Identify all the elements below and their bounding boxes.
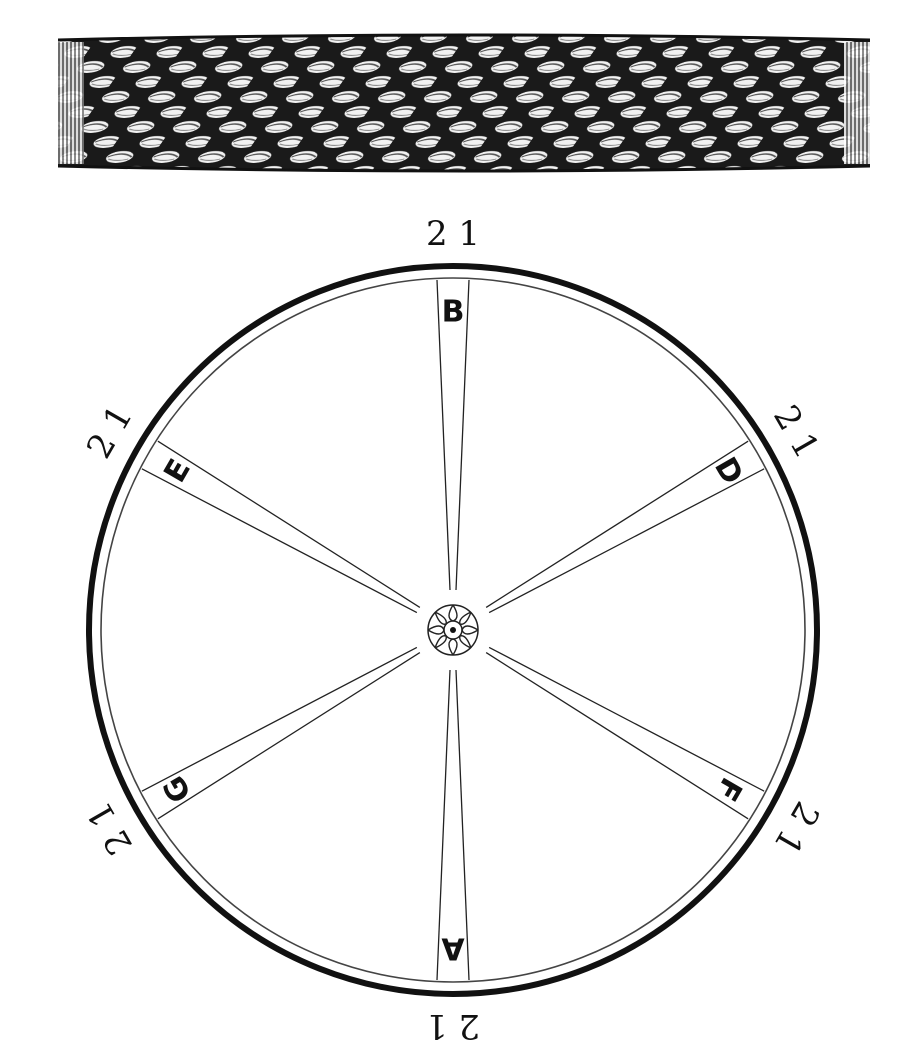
spoke-letter-d: D bbox=[707, 451, 750, 490]
spoke-e-edge-1 bbox=[157, 440, 421, 608]
position-marks-a: 2 1 bbox=[426, 1006, 480, 1046]
spoke-a-edge-1 bbox=[436, 669, 451, 981]
spoke-letter-f: F bbox=[708, 771, 749, 806]
spoke-f-edge-1 bbox=[485, 652, 749, 820]
spoke-b-edge-1 bbox=[455, 279, 470, 591]
spoke-g-edge-1 bbox=[141, 646, 418, 792]
braided-rope-illustration bbox=[58, 33, 870, 173]
spoke-e-edge-2 bbox=[141, 468, 418, 614]
spoke-d-edge-1 bbox=[488, 468, 765, 614]
plaiting-diagram: B2 1D2 1F2 1A2 1G2 1E2 1 bbox=[79, 214, 827, 1046]
spoke-letter-e: E bbox=[157, 453, 198, 488]
spoke-f-edge-2 bbox=[488, 646, 765, 792]
spoke-letter-b: B bbox=[442, 295, 465, 330]
spoke-letter-a: A bbox=[441, 931, 465, 966]
spokes bbox=[141, 279, 765, 981]
rosette-hub-icon bbox=[427, 604, 479, 656]
spoke-a-edge-2 bbox=[455, 669, 470, 981]
spoke-d-edge-2 bbox=[485, 440, 749, 608]
spoke-letter-g: G bbox=[156, 770, 199, 809]
spoke-b-edge-2 bbox=[436, 279, 451, 591]
position-marks-b: 2 1 bbox=[426, 214, 480, 254]
spoke-g-edge-2 bbox=[157, 652, 421, 820]
plaiting-wheel bbox=[86, 263, 820, 997]
